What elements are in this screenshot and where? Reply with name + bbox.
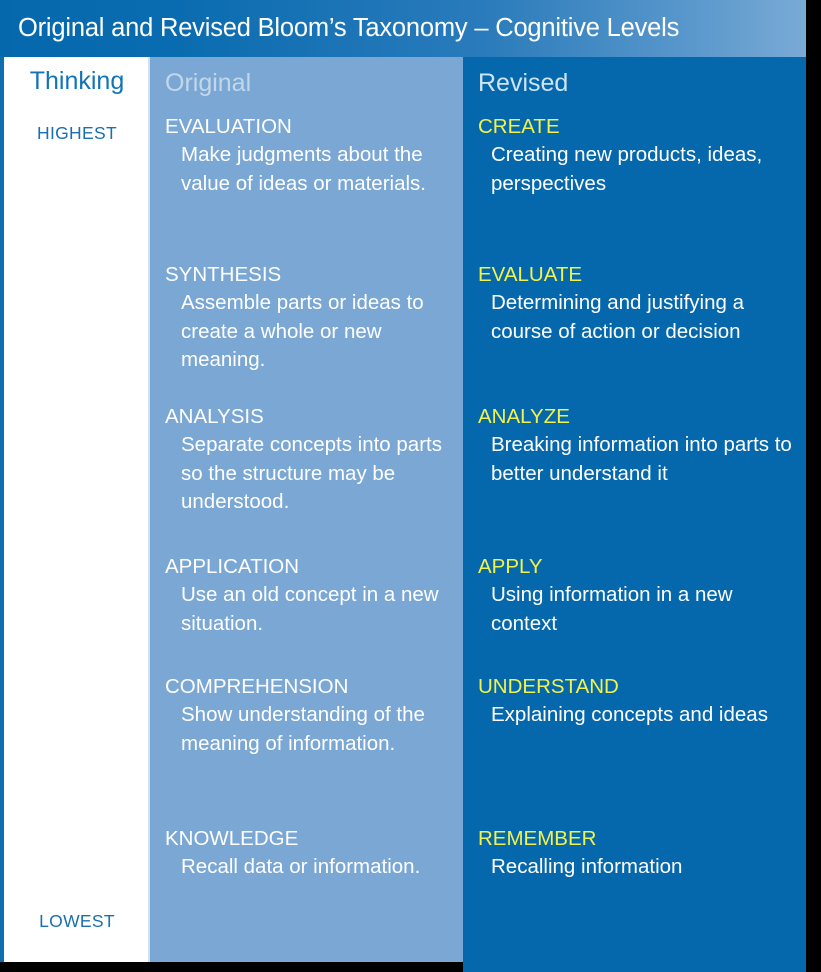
level-term: ANALYSIS — [165, 405, 264, 428]
level-term: UNDERSTAND — [478, 675, 619, 698]
taxonomy-level: COMPREHENSION Show understanding of the m… — [150, 673, 463, 758]
level-description: Recalling information — [491, 855, 683, 878]
level-term: EVALUATE — [478, 263, 583, 286]
page-title: Original and Revised Bloom’s Taxonomy – … — [18, 14, 680, 42]
level-term: APPLY — [478, 555, 543, 578]
taxonomy-level: EVALUATION Make judgments about the value… — [150, 113, 463, 198]
level-description: Determining and justifying a course of a… — [491, 291, 744, 343]
level-term: ANALYZE — [478, 405, 570, 428]
level-term: CREATE — [478, 115, 560, 138]
level-description: Show understanding of the meaning of inf… — [181, 703, 425, 755]
taxonomy-level: REMEMBER Recalling information — [463, 825, 806, 882]
column-header-original: Original — [165, 69, 252, 97]
taxonomy-table: Thinking HIGHEST LOWEST Original EVALUAT… — [0, 57, 806, 972]
taxonomy-level: CREATE Creating new products, ideas, pers… — [463, 113, 806, 198]
level-description: Using information in a new context — [491, 583, 733, 635]
taxonomy-level: UNDERSTAND Explaining concepts and ideas — [463, 673, 806, 730]
scale-label-highest: HIGHEST — [37, 123, 117, 143]
level-term: KNOWLEDGE — [165, 827, 299, 850]
scale-label-lowest: LOWEST — [39, 911, 115, 931]
level-description: Assemble parts or ideas to create a whol… — [181, 291, 424, 371]
title-bar: Original and Revised Bloom’s Taxonomy – … — [0, 0, 806, 57]
column-header-revised: Revised — [478, 69, 569, 97]
taxonomy-level: KNOWLEDGE Recall data or information. — [150, 825, 463, 882]
level-term: REMEMBER — [478, 827, 597, 850]
taxonomy-level: ANALYZE Breaking information into parts t… — [463, 403, 806, 488]
level-term: SYNTHESIS — [165, 263, 282, 286]
level-description: Make judgments about the value of ideas … — [181, 143, 426, 195]
column-thinking: Thinking HIGHEST LOWEST — [0, 57, 150, 962]
taxonomy-level: EVALUATE Determining and justifying a cou… — [463, 261, 806, 346]
taxonomy-level: SYNTHESIS Assemble parts or ideas to crea… — [150, 261, 463, 375]
column-revised: Revised CREATE Creating new products, ide… — [463, 57, 806, 972]
level-description: Creating new products, ideas, perspectiv… — [491, 143, 763, 195]
level-description: Separate concepts into parts so the stru… — [181, 433, 442, 513]
level-description: Use an old concept in a new situation. — [181, 583, 439, 635]
level-description: Breaking information into parts to bette… — [491, 433, 792, 485]
column-original: Original EVALUATION Make judgments about … — [150, 57, 463, 962]
level-description: Explaining concepts and ideas — [491, 703, 768, 726]
taxonomy-level: APPLY Using information in a new context — [463, 553, 806, 638]
level-term: EVALUATION — [165, 115, 292, 138]
taxonomy-level: APPLICATION Use an old concept in a new s… — [150, 553, 463, 638]
level-term: APPLICATION — [165, 555, 300, 578]
taxonomy-level: ANALYSIS Separate concepts into parts so … — [150, 403, 463, 517]
title-bar-inner: Original and Revised Bloom’s Taxonomy – … — [18, 4, 800, 53]
level-description: Recall data or information. — [181, 855, 421, 878]
level-term: COMPREHENSION — [165, 675, 349, 698]
column-header-thinking: Thinking — [29, 67, 125, 95]
